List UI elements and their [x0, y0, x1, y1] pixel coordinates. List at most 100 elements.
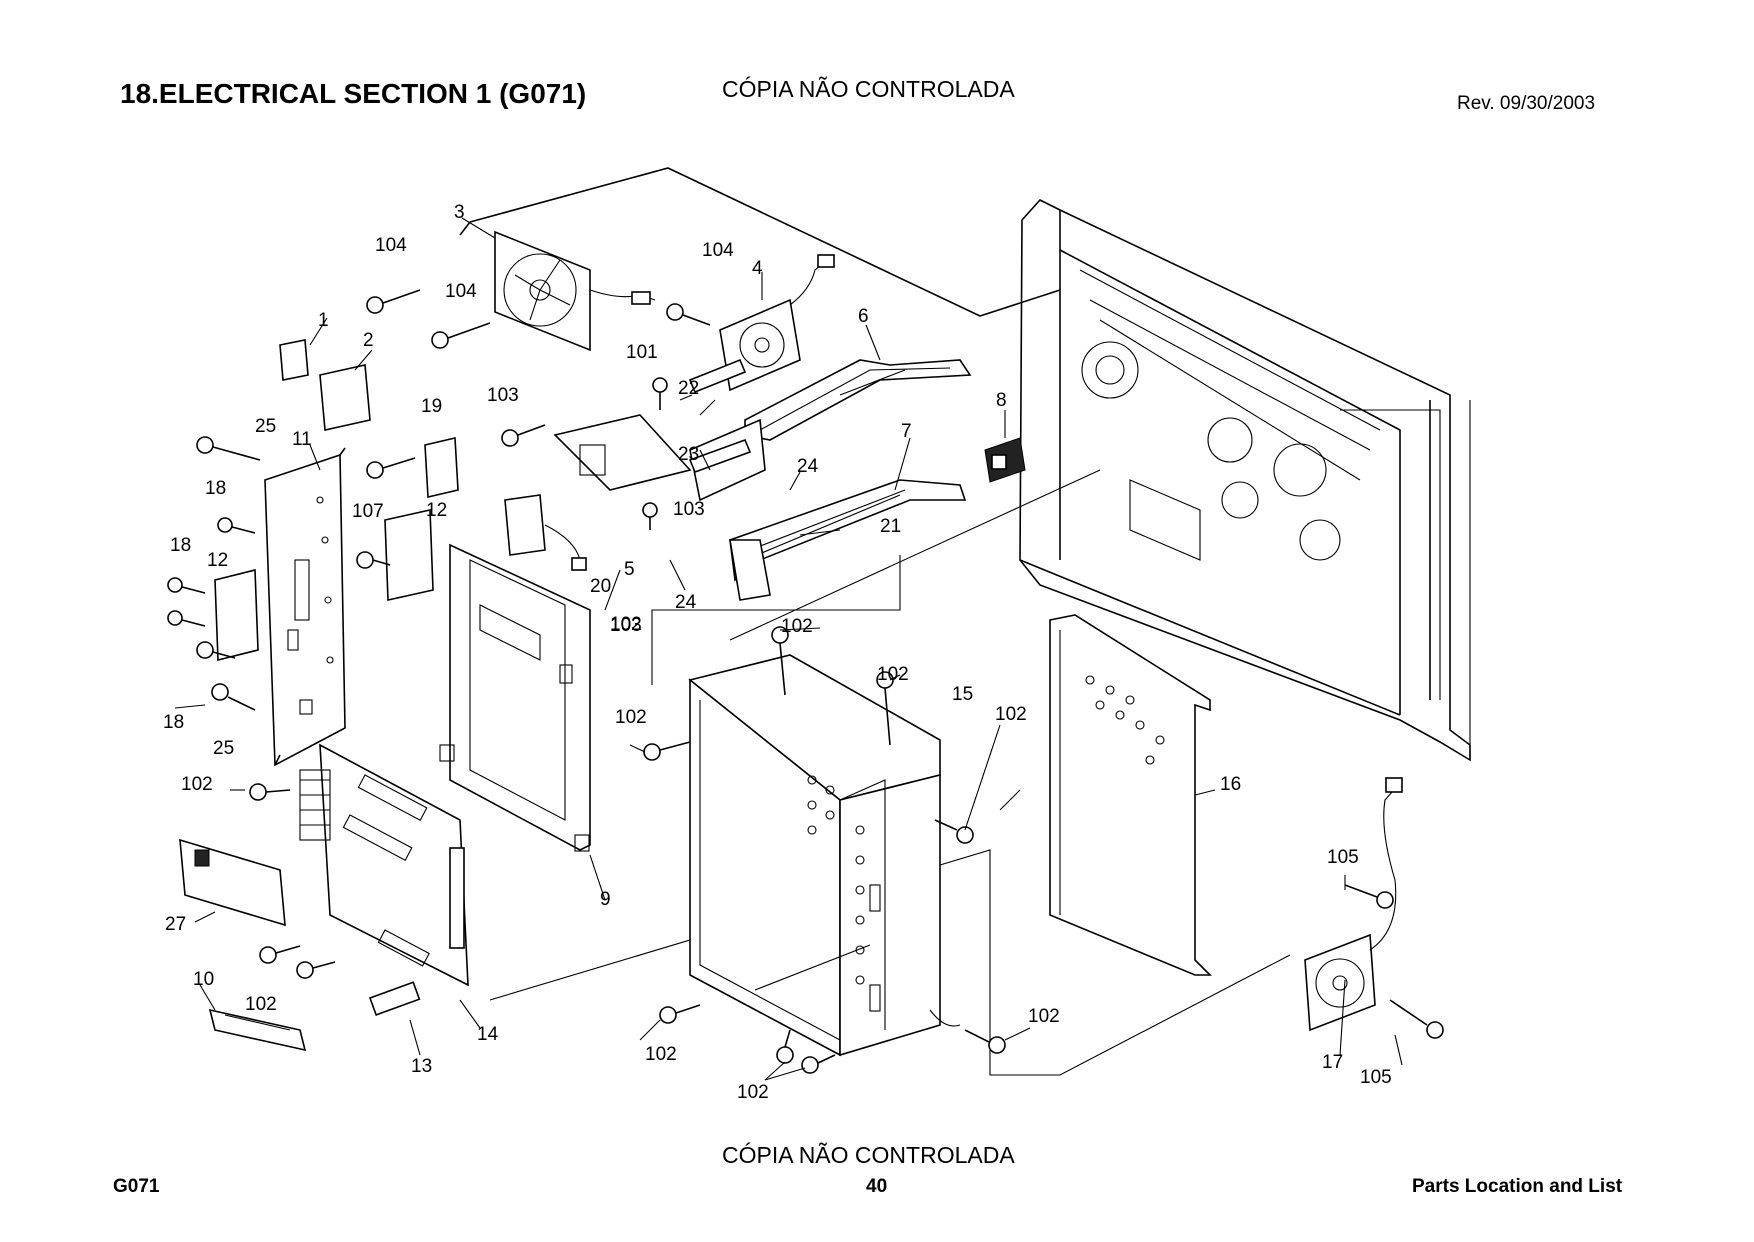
callout-9: 9: [600, 889, 611, 910]
callout-13: 13: [411, 1056, 432, 1077]
callout-18c: 18: [163, 712, 184, 733]
screw: [964, 1029, 1006, 1054]
callout-10: 10: [193, 969, 214, 990]
callout-23: 23: [678, 444, 699, 465]
screw: [196, 436, 261, 461]
screw: [259, 945, 301, 964]
callout-4: 4: [752, 258, 763, 279]
shield-plate: [439, 543, 591, 852]
callout-105a: 105: [1327, 847, 1359, 868]
callout-102g: 102: [645, 1044, 677, 1065]
callout-102a: 102: [181, 774, 213, 795]
callout-19: 19: [421, 396, 442, 417]
page-title: 18.ELECTRICAL SECTION 1 (G071): [120, 78, 587, 109]
footer-model: G071: [113, 1176, 160, 1197]
callout-102d: 102: [877, 664, 909, 685]
callout-104a: 104: [375, 235, 407, 256]
screw: [876, 671, 894, 746]
leader-lines: [174, 217, 1403, 1081]
callouts: 1 2 3 4 5 6 7 8 9 10 11 12 12 13 14 15 1…: [163, 202, 1392, 1103]
screw: [167, 577, 206, 594]
callout-25a: 25: [255, 416, 276, 437]
callout-14: 14: [477, 1024, 499, 1045]
screw: [934, 819, 974, 844]
wire-harness: [729, 359, 972, 601]
callout-101: 101: [626, 342, 658, 363]
callout-104c: 104: [702, 240, 734, 261]
callout-18a: 18: [205, 478, 226, 499]
callout-16: 16: [1220, 774, 1241, 795]
screws: [167, 289, 1444, 1074]
screw: [801, 1054, 836, 1074]
callout-102b: 102: [245, 994, 277, 1015]
callout-102c: 102: [781, 616, 813, 637]
callout-27: 27: [165, 914, 186, 935]
footer-page-number: 40: [866, 1176, 888, 1197]
callout-11: 11: [292, 429, 312, 450]
callout-102j: 102: [610, 614, 642, 635]
bracket-assembly: [214, 339, 766, 662]
callout-8: 8: [996, 390, 1007, 411]
watermark-bottom: CÓPIA NÃO CONTROLADA: [722, 1142, 1015, 1168]
screw: [776, 1029, 794, 1064]
screw: [652, 377, 668, 410]
screw: [249, 783, 291, 801]
callout-102i: 102: [1028, 1006, 1060, 1027]
fan-cooling: [1304, 777, 1403, 1032]
callout-102h: 102: [737, 1082, 769, 1103]
screw: [659, 1004, 701, 1024]
callout-18b: 18: [170, 535, 191, 556]
callout-22: 22: [678, 378, 699, 399]
screw: [643, 741, 691, 761]
callout-20: 20: [590, 576, 611, 597]
callout-103a: 103: [487, 385, 519, 406]
screw: [296, 961, 336, 979]
callout-5: 5: [624, 559, 635, 580]
screw: [431, 322, 491, 349]
side-cover: [1049, 614, 1212, 976]
screw: [501, 424, 546, 447]
callout-17: 17: [1322, 1052, 1343, 1073]
fan-large: [494, 230, 656, 352]
screw: [771, 626, 789, 696]
machine-frame: [1019, 199, 1471, 762]
callout-15: 15: [952, 684, 973, 705]
screw: [211, 683, 256, 711]
callout-12b: 12: [207, 550, 228, 571]
screw: [642, 502, 658, 530]
screw: [217, 517, 256, 534]
callout-24b: 24: [675, 592, 697, 613]
callout-105b: 105: [1360, 1067, 1392, 1088]
screw: [366, 457, 416, 479]
callout-102e: 102: [615, 707, 647, 728]
screw: [167, 610, 206, 627]
callout-2: 2: [363, 330, 374, 351]
screw: [366, 289, 421, 314]
callout-3: 3: [454, 202, 465, 223]
callout-24a: 24: [797, 456, 819, 477]
screw: [356, 551, 391, 569]
revision-date: Rev. 09/30/2003: [1457, 93, 1596, 114]
callout-103c: 103: [610, 615, 642, 636]
watermark-top: CÓPIA NÃO CONTROLADA: [722, 76, 1015, 102]
callout-25b: 25: [213, 738, 234, 759]
callout-107: 107: [352, 501, 384, 522]
footer-section: Parts Location and List: [1412, 1176, 1623, 1197]
screw: [1344, 884, 1394, 909]
callout-104b: 104: [445, 281, 477, 302]
callout-21: 21: [880, 516, 901, 537]
callout-7: 7: [901, 421, 912, 442]
relay-block: [984, 437, 1026, 483]
controller-box: [688, 654, 961, 1057]
screw: [1389, 999, 1444, 1039]
screw: [196, 641, 236, 659]
callout-1: 1: [318, 310, 329, 331]
callout-102f: 102: [995, 704, 1027, 725]
callout-103b: 103: [673, 499, 705, 520]
main-pcb: [299, 743, 469, 987]
screw: [666, 303, 711, 326]
callout-12a: 12: [426, 500, 447, 521]
board-bracket: [264, 447, 346, 767]
callout-6: 6: [858, 306, 869, 327]
